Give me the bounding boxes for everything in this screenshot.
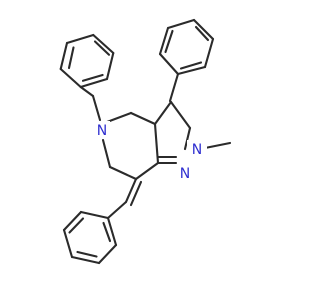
ring-bond bbox=[158, 52, 180, 76]
aromatic-inner-bond bbox=[93, 40, 111, 56]
ring-bond bbox=[79, 210, 110, 220]
n2-label-background bbox=[187, 140, 207, 158]
aromatic-inner-bond bbox=[164, 29, 174, 54]
ring-bond bbox=[59, 41, 69, 71]
n5-label-background bbox=[94, 121, 110, 139]
ring-bond bbox=[70, 255, 101, 265]
ring-bond bbox=[153, 100, 173, 126]
ring-bond bbox=[65, 33, 95, 45]
n1-atom-label: N bbox=[180, 166, 190, 182]
n1-label-background bbox=[176, 164, 194, 182]
benzylidene-double-bond-inner bbox=[129, 180, 143, 207]
ring-bond bbox=[134, 161, 160, 181]
benzylidene-ch-bond bbox=[106, 200, 128, 220]
aromatic-inner-bond bbox=[102, 221, 112, 243]
ring-bond bbox=[92, 33, 115, 55]
benzylidene-phenyl-ring bbox=[62, 210, 118, 265]
ring-bond bbox=[192, 18, 215, 41]
ring-bond bbox=[59, 67, 82, 89]
aromatic-inner-bond bbox=[68, 217, 85, 234]
aromatic-inner-bond bbox=[81, 73, 104, 82]
benzylidene-double-bond-outer bbox=[124, 177, 138, 204]
aromatic-inner-bond bbox=[194, 25, 210, 42]
n2-atom-label: N bbox=[192, 142, 202, 158]
ring-bond bbox=[62, 228, 74, 259]
ring-bond bbox=[105, 51, 115, 81]
ring-bond bbox=[168, 72, 180, 103]
pyrazoline-ring bbox=[153, 100, 192, 165]
molecule-diagram: N N N bbox=[59, 18, 232, 265]
ring-bond bbox=[79, 77, 109, 89]
aromatic-inner-bond bbox=[67, 46, 75, 70]
ring-bond bbox=[101, 138, 112, 169]
ring-bond bbox=[108, 165, 138, 181]
piperidine-ring bbox=[101, 111, 160, 181]
ring-bond bbox=[203, 37, 215, 69]
ring-bond bbox=[62, 210, 83, 232]
benzyl-ch2-to-n-bond bbox=[91, 94, 102, 122]
ring-bond bbox=[176, 65, 207, 76]
ring-bond bbox=[169, 100, 192, 130]
ring-bond bbox=[97, 243, 118, 265]
ring-bond bbox=[129, 111, 157, 126]
ring-bond bbox=[153, 122, 160, 165]
ring-bond bbox=[105, 111, 133, 124]
molecule-canvas: N N N bbox=[59, 18, 232, 265]
ring-bond bbox=[166, 18, 196, 30]
ring-bond bbox=[106, 216, 118, 247]
benzyl-phenyl-ring bbox=[59, 33, 115, 89]
benzyl-ch2-bond bbox=[79, 85, 95, 98]
ring-bond bbox=[158, 26, 170, 56]
phenyl-ring bbox=[158, 18, 215, 103]
n-methyl-bond bbox=[203, 141, 232, 150]
aromatic-inner-bond bbox=[179, 61, 203, 70]
aromatic-inner-bond bbox=[76, 250, 98, 258]
ring-bond bbox=[183, 126, 192, 151]
n5-atom-label: N bbox=[97, 123, 107, 139]
